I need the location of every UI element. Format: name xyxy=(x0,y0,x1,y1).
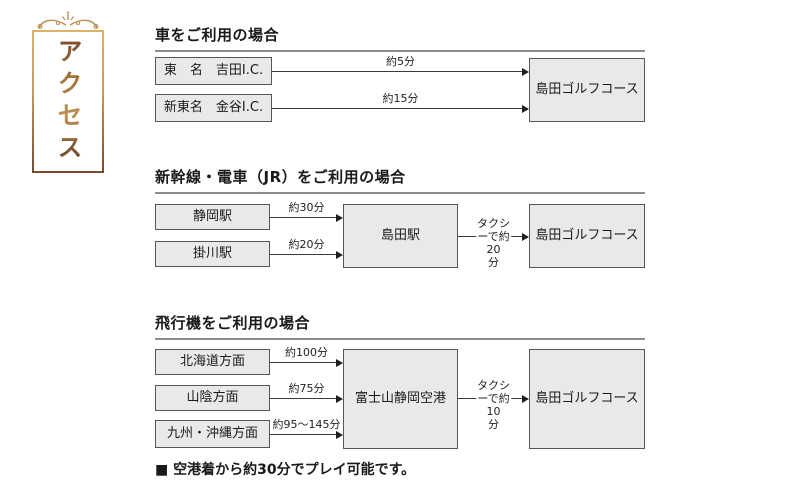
arrow-label: 約20分 xyxy=(288,238,325,251)
arrow-line xyxy=(270,398,338,399)
arrow-label: タクシーで約10 分 xyxy=(475,379,512,431)
banner-frame: アクセス xyxy=(32,30,104,173)
arrow-head-icon xyxy=(336,250,343,259)
arrow-head-icon xyxy=(336,213,343,222)
arrow-line xyxy=(272,71,524,72)
arrow-line xyxy=(272,108,524,109)
source-box-kyushu-okinawa: 九州・沖縄方面 xyxy=(155,420,270,448)
destination-box-golf-course-car: 島田ゴルフコース xyxy=(529,58,645,122)
arrow-head-icon xyxy=(522,232,529,241)
source-box-kakegawa-station: 掛川駅 xyxy=(155,241,270,267)
section-title-train: 新幹線・電車（JR）をご利用の場合 xyxy=(155,166,645,194)
arrow-label: 約100分 xyxy=(285,346,328,359)
source-box-shizuoka-station: 静岡駅 xyxy=(155,204,270,230)
airport-note: ■ 空港着から約30分でプレイ可能です。 xyxy=(155,462,416,478)
arrow-label: 約30分 xyxy=(288,201,325,214)
destination-box-golf-course-train: 島田ゴルフコース xyxy=(529,204,645,268)
filigree-ornament-icon xyxy=(37,11,99,30)
destination-box-golf-course-plane: 島田ゴルフコース xyxy=(529,349,645,449)
arrow-line xyxy=(270,217,338,218)
arrow-head-icon xyxy=(522,67,529,76)
source-box-shintomei-kanaya-ic: 新東名 金谷I.C. xyxy=(155,94,272,122)
flow-arrow: 約30分 xyxy=(270,198,343,222)
arrow-head-icon xyxy=(522,394,529,403)
arrow-line xyxy=(270,362,338,363)
arrow-line xyxy=(270,434,338,435)
arrow-label: 約95〜145分 xyxy=(272,418,341,431)
arrow-label: タクシーで約20 分 xyxy=(475,217,512,269)
hub-box-fujisan-shizuoka-airport: 富士山静岡空港 xyxy=(343,349,458,449)
arrow-head-icon xyxy=(336,394,343,403)
source-box-hokkaido: 北海道方面 xyxy=(155,349,270,375)
banner-title: アクセス xyxy=(50,38,86,166)
flow-arrow: 約5分 xyxy=(272,52,529,76)
hub-box-shimada-station: 島田駅 xyxy=(343,204,458,268)
flow-arrow: 約100分 xyxy=(270,343,343,367)
source-box-tomei-yoshida-ic: 東 名 吉田I.C. xyxy=(155,57,272,85)
source-box-sanin: 山陰方面 xyxy=(155,385,270,411)
section-title-car: 車をご利用の場合 xyxy=(155,24,645,52)
flow-arrow: 約75分 xyxy=(270,379,343,403)
arrow-line xyxy=(270,254,338,255)
arrow-label: 約5分 xyxy=(386,55,415,68)
arrow-head-icon xyxy=(336,358,343,367)
taxi-arrow: タクシーで約10 分 xyxy=(458,379,529,431)
arrow-label: 約15分 xyxy=(382,92,419,105)
flow-arrow: 約15分 xyxy=(272,89,529,113)
arrow-head-icon xyxy=(522,104,529,113)
arrow-label: 約75分 xyxy=(288,382,325,395)
flow-arrow: 約95〜145分 xyxy=(270,415,343,439)
section-title-plane: 飛行機をご利用の場合 xyxy=(155,312,645,340)
taxi-arrow: タクシーで約20 分 xyxy=(458,217,529,269)
access-banner: アクセス xyxy=(32,11,104,173)
arrow-head-icon xyxy=(336,430,343,439)
flow-arrow: 約20分 xyxy=(270,235,343,259)
